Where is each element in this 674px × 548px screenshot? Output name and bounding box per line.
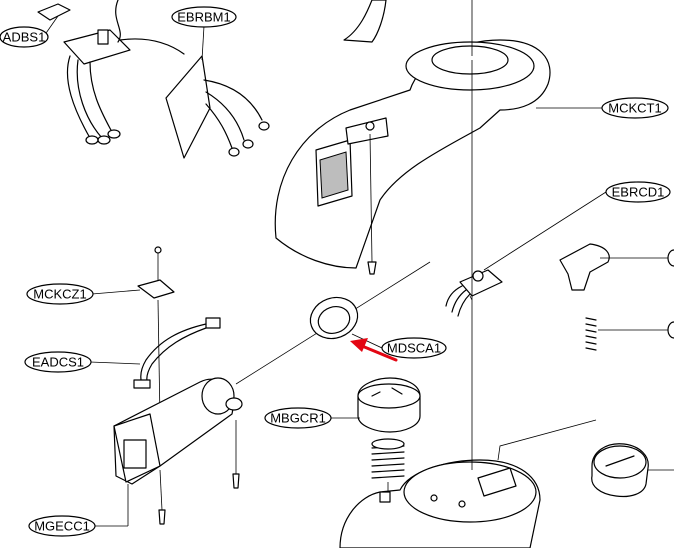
eadcs1-callout: EADCS1 — [24, 351, 141, 373]
adbs1-callout: ADBS1 — [0, 15, 59, 48]
ebrbm1-circuit-board — [165, 55, 270, 159]
eadcs1-cable — [133, 317, 221, 389]
label-mckct1: MCKCT1 — [608, 101, 661, 116]
label-mgecc1: MGECC1 — [34, 519, 90, 534]
label-ebrcd1: EBRCD1 — [612, 185, 665, 200]
bottom-right-knob — [591, 443, 674, 498]
mbgcr1-callout: MBGCR1 — [264, 407, 360, 429]
mckct1-top-cover — [274, 0, 551, 275]
red-arrow-icon — [350, 338, 398, 362]
mckct1-callout: MCKCT1 — [536, 97, 669, 119]
mckcz1-callout: MCKCZ1 — [26, 283, 141, 305]
lower-main-body — [339, 60, 597, 548]
ebrcd1-callout: EBRCD1 — [483, 181, 671, 271]
label-mdsca1: MDSCA1 — [387, 341, 441, 356]
mgecc1-callout: MGECC1 — [28, 484, 129, 537]
ebrbm1-callout: EBRBM1 — [171, 6, 237, 61]
label-mbgcr1: MBGCR1 — [270, 411, 326, 426]
label-ebrbm1: EBRBM1 — [177, 10, 230, 25]
mdsca1-seal-ring — [235, 261, 431, 385]
mckcz1-clip — [137, 246, 175, 421]
label-mckcz1: MCKCZ1 — [33, 287, 86, 302]
label-adbs1: ADBS1 — [3, 30, 46, 45]
mgecc1-housing — [113, 377, 243, 525]
adbs1-circuit-board — [37, 0, 185, 145]
label-eadcs1: EADCS1 — [32, 355, 84, 370]
mdsca1-callout: MDSCA1 — [351, 333, 447, 359]
ebrcd1-circuit-board — [445, 269, 503, 317]
mbgcr1-cap — [357, 377, 421, 492]
right-edge-latch-part — [559, 243, 674, 351]
